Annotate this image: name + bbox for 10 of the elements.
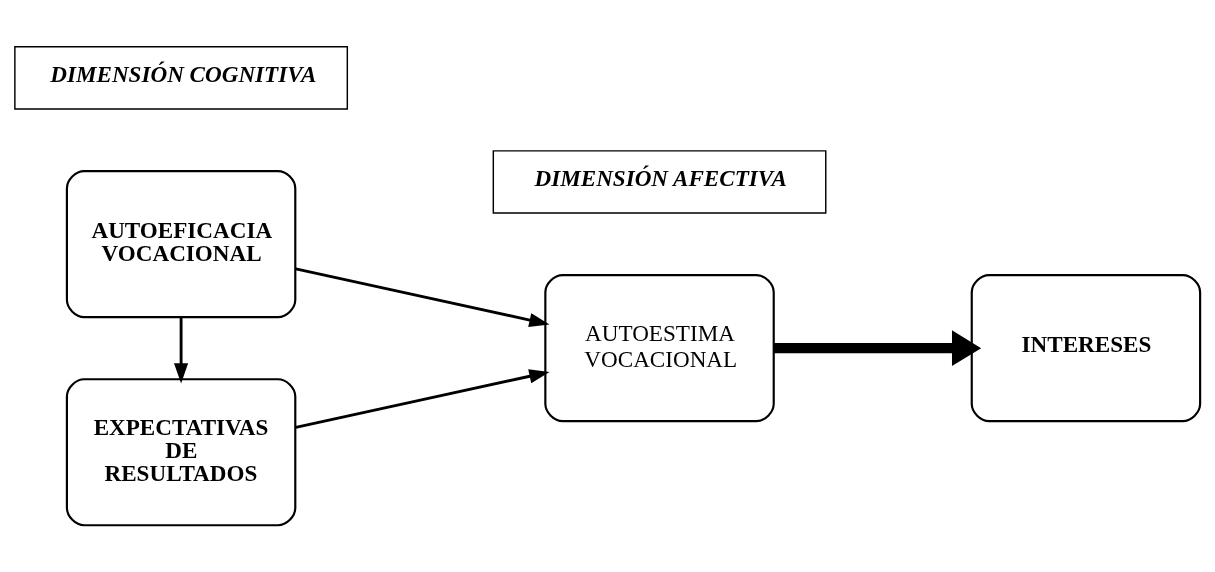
node-box: AUTOESTIMA VOCACIONAL — [544, 274, 775, 423]
node-box: INTERESES — [970, 274, 1202, 423]
arrow — [174, 317, 189, 384]
node-box: EXPECTATIVAS DE RESULTADOS — [65, 378, 297, 527]
arrow — [773, 330, 982, 367]
arrow — [295, 369, 550, 429]
node-box: DIMENSIÓN AFECTIVA — [492, 150, 827, 214]
node-box: AUTOEFICACIA VOCACIONAL — [65, 170, 297, 319]
node-box: DIMENSIÓN COGNITIVA — [14, 46, 349, 110]
arrow — [295, 267, 550, 327]
